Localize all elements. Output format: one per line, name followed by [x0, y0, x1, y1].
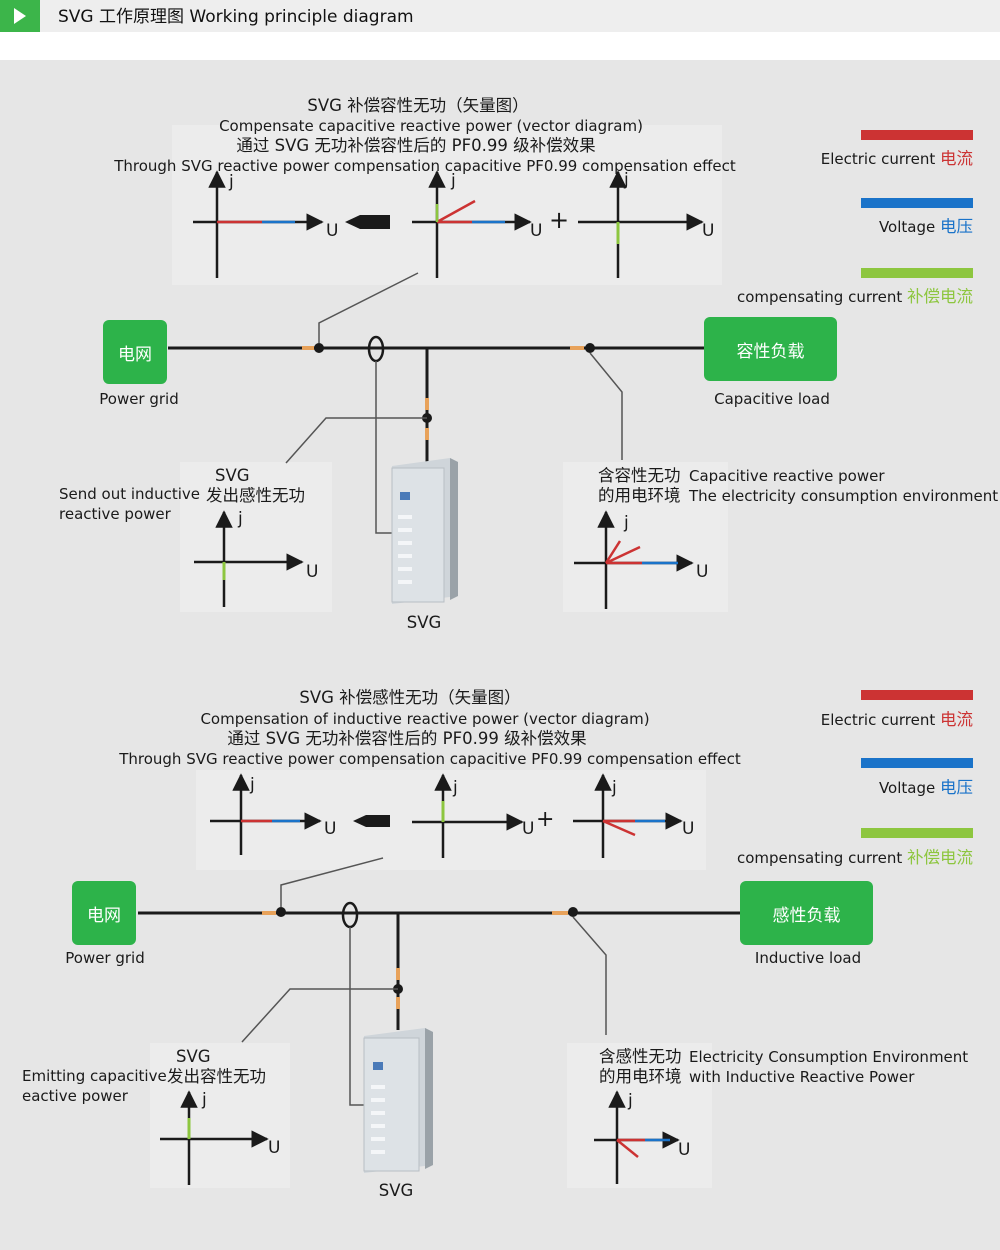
axis-label-j: j	[238, 509, 243, 529]
top-left-vector	[194, 510, 304, 607]
legend-compensating-cn: 补偿电流	[907, 287, 973, 306]
bottom-load-box: 感性负载	[740, 881, 873, 945]
top-right-vector	[574, 510, 694, 609]
axis-label-u: U	[702, 221, 715, 241]
top-load-label: Capacitive load	[714, 390, 830, 408]
axis-label-j: j	[624, 170, 629, 190]
legend-voltage-cn: 电压	[940, 217, 973, 236]
bottom-right-note-cn-1: 含感性无功	[599, 1047, 682, 1066]
bottom-subtitle-en: Through SVG reactive power compensation …	[119, 750, 741, 768]
bottom-left-note-en-1: Emitting capacitive	[22, 1067, 167, 1085]
axis-label-u: U	[678, 1140, 691, 1160]
legend-current-bar	[861, 130, 973, 140]
bottom-arrow-left-icon	[353, 815, 390, 827]
play-icon	[0, 0, 40, 32]
axis-label-j: j	[451, 171, 456, 191]
axis-label-j: j	[453, 778, 458, 798]
bottom-right-note-en-1: Electricity Consumption Environment	[689, 1048, 969, 1066]
top-subtitle-en: Through SVG reactive power compensation …	[114, 157, 736, 175]
top-left-vector-backdrop	[180, 462, 332, 612]
bottom-left-note-cn-2: 发出容性无功	[167, 1067, 266, 1086]
section-header: SVG 工作原理图 Working principle diagram	[0, 0, 1000, 32]
bottom-ct-icon	[341, 901, 359, 929]
top-left-note-en-1: Send out inductive	[59, 485, 200, 503]
legend-current-cn: 电流	[940, 710, 973, 729]
plus-operator: +	[536, 807, 555, 832]
bottom-right-vector	[594, 1090, 680, 1184]
axis-label-j: j	[624, 513, 629, 533]
top-subtitle-cn: 通过 SVG 无功补偿容性后的 PF0.99 级补偿效果	[236, 136, 596, 155]
legend-compensating-cn: 补偿电流	[907, 848, 973, 867]
top-vector-backdrop	[172, 125, 722, 285]
bottom-load-label: Inductive load	[754, 949, 862, 967]
top-right-vector-backdrop	[563, 462, 728, 612]
top-left-note-cn-1: SVG	[215, 466, 250, 485]
bottom-vector-1	[210, 773, 322, 855]
bottom-left-note-en-2: eactive power	[22, 1087, 128, 1105]
axis-label-j: j	[628, 1091, 633, 1111]
axis-label-u: U	[682, 819, 695, 839]
top-grid-label: Power grid	[99, 390, 179, 408]
bottom-title-en: Compensation of inductive reactive power…	[200, 710, 650, 728]
axis-label-u: U	[326, 221, 339, 241]
bottom-right-note-en-2: with Inductive Reactive Power	[689, 1068, 915, 1086]
top-arrow-left-icon	[345, 215, 390, 229]
top-grid-box: 电网	[103, 320, 167, 384]
bottom-vector-2	[412, 773, 524, 858]
axis-label-u: U	[268, 1138, 281, 1158]
plus-operator: +	[549, 206, 570, 234]
bottom-svg-label: SVG	[378, 1181, 414, 1200]
legend-current-cn: 电流	[940, 149, 973, 168]
top-junction-right	[585, 343, 595, 353]
legend-current-en: Electric current	[820, 150, 936, 168]
bottom-grid-box: 电网	[72, 881, 136, 945]
bottom-title-cn: SVG 补偿感性无功（矢量图）	[299, 688, 521, 707]
legend-voltage-en: Voltage	[878, 218, 936, 236]
legend-voltage-cn: 电压	[940, 778, 973, 797]
bottom-grid-label: Power grid	[65, 949, 145, 967]
legend-voltage-en: Voltage	[878, 779, 936, 797]
top-right-note-en-1: Capacitive reactive power	[689, 467, 885, 485]
axis-label-j: j	[612, 778, 617, 798]
axis-label-u: U	[522, 819, 535, 839]
top-load-box: 容性负载	[704, 317, 837, 381]
axis-label-u: U	[696, 562, 709, 582]
top-left-note-cn-2: 发出感性无功	[206, 486, 305, 505]
bottom-left-vector	[160, 1090, 269, 1185]
bottom-left-note-cn-1: SVG	[176, 1047, 211, 1066]
top-vector-2	[412, 170, 532, 278]
top-vector-1	[193, 170, 324, 278]
legend-voltage-bar	[861, 198, 973, 208]
legend-compensating-en: compensating current	[736, 849, 903, 867]
bottom-right-note-cn-2: 的用电环境	[599, 1067, 682, 1086]
top-right-note-cn-2: 的用电环境	[598, 486, 681, 505]
top-svg-cabinet-icon	[391, 458, 458, 604]
play-arrow-icon	[14, 8, 26, 24]
top-right-note-cn-1: 含容性无功	[598, 466, 681, 485]
top-vector-3	[578, 170, 704, 278]
axis-label-u: U	[306, 562, 319, 582]
top-section	[168, 125, 728, 612]
bottom-subtitle-cn: 通过 SVG 无功补偿容性后的 PF0.99 级补偿效果	[227, 729, 587, 748]
top-right-note-en-2: The electricity consumption environment	[689, 487, 999, 505]
top-svg-label: SVG	[406, 613, 442, 632]
axis-label-j: j	[250, 775, 255, 795]
top-left-note-en-2: reactive power	[59, 505, 171, 523]
axis-label-u: U	[324, 819, 337, 839]
legend-current-en: Electric current	[820, 711, 936, 729]
top-title-cn: SVG 补偿容性无功（矢量图）	[307, 96, 529, 115]
bottom-svg-cabinet-icon	[363, 1028, 433, 1173]
section-title: SVG 工作原理图 Working principle diagram	[58, 7, 414, 27]
top-title-en: Compensate capacitive reactive power (ve…	[219, 117, 643, 135]
axis-label-u: U	[530, 221, 543, 241]
bottom-vector-3	[573, 773, 683, 858]
bottom-section	[138, 770, 740, 1188]
axis-label-j: j	[229, 172, 234, 192]
legend-compensating-bar	[861, 268, 973, 278]
axis-label-j: j	[202, 1090, 207, 1110]
legend-compensating-en: compensating current	[736, 288, 903, 306]
top-junction-left	[314, 343, 324, 353]
